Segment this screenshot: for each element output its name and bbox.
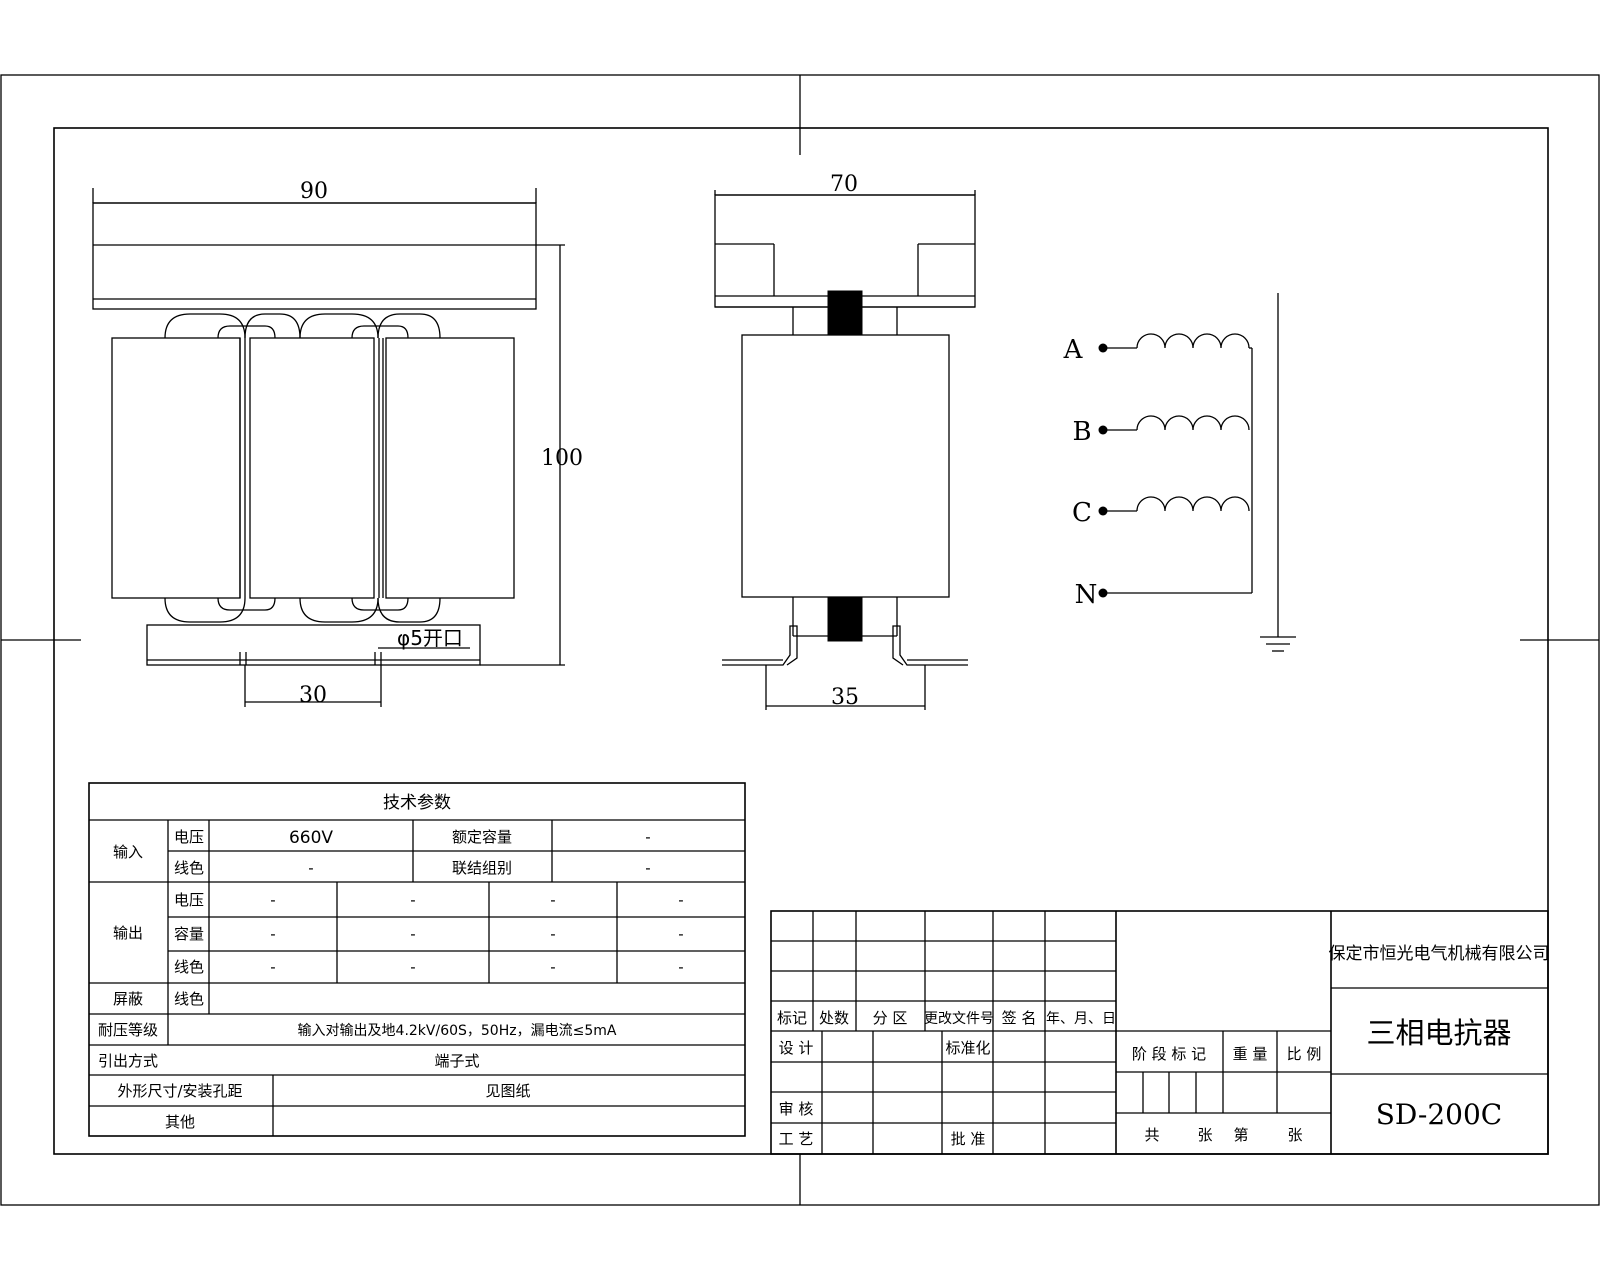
tb-header-mark: 标记	[777, 1009, 807, 1027]
output-capacity-label: 容量	[174, 925, 204, 943]
terminal-label-b: B	[1072, 417, 1091, 447]
dim-front-hole-spacing: 30	[299, 683, 327, 708]
tb-header-count: 处数	[819, 1009, 849, 1027]
tb-header-zone: 分 区	[873, 1009, 908, 1027]
rated-capacity-value: -	[645, 828, 650, 846]
tb-stage-mark-label: 阶 段 标 记	[1132, 1045, 1206, 1063]
tb-sheets-unit: 张	[1197, 1126, 1212, 1144]
tb-sheets-total: 共	[1144, 1126, 1159, 1144]
tb-sheets-unit-2: 张	[1287, 1126, 1302, 1144]
output-cell: -	[678, 958, 683, 976]
tb-design-label: 设 计	[779, 1039, 814, 1057]
tb-weight-label: 重 量	[1233, 1045, 1268, 1063]
lead-label: 引出方式	[98, 1052, 158, 1070]
tb-header-date: 年、月、日	[1046, 1011, 1116, 1027]
tb-header-change-doc: 更改文件号	[924, 1011, 994, 1027]
input-wire-color-value: -	[308, 859, 313, 877]
terminal-label-a: A	[1063, 335, 1084, 365]
output-cell: -	[678, 925, 683, 943]
hole-note: φ5开口	[397, 626, 463, 650]
tb-standardize-label: 标准化	[945, 1039, 990, 1057]
spec-table: 技术参数 输入 电压 660V 额定容量 - 线色 - 联结组别 - 输出 电压…	[88, 782, 746, 1137]
connection-group-label: 联结组别	[452, 859, 512, 877]
lead-value: 端子式	[434, 1052, 479, 1070]
terminal-label-n: N	[1075, 580, 1098, 610]
output-cell: -	[270, 925, 275, 943]
output-cell: -	[270, 891, 275, 909]
tb-review-label: 审 核	[779, 1100, 814, 1118]
wiring-schematic: A B C N	[1063, 293, 1296, 652]
product-name: 三相电抗器	[1366, 1016, 1511, 1050]
output-cell: -	[550, 958, 555, 976]
rated-capacity-label: 额定容量	[452, 828, 512, 846]
title-block: 标记 处数 分 区 更改文件号 签 名 年、月、日 设 计 标准化 审 核 工 …	[770, 910, 1550, 1155]
dim-front-width: 90	[300, 179, 328, 204]
dim-side-width: 70	[830, 172, 858, 197]
output-cell: -	[410, 958, 415, 976]
input-wire-color-label: 线色	[174, 859, 204, 877]
input-voltage-label: 电压	[174, 828, 204, 846]
tb-sheets-number: 第	[1233, 1126, 1248, 1144]
size-value: 见图纸	[485, 1082, 530, 1100]
connection-group-value: -	[645, 859, 650, 877]
terminal-dot-c	[1098, 506, 1108, 516]
output-cell: -	[270, 958, 275, 976]
output-voltage-label: 电压	[174, 891, 204, 909]
output-label: 输出	[113, 924, 143, 942]
withstand-label: 耐压等级	[98, 1021, 158, 1039]
other-label: 其他	[165, 1113, 195, 1131]
shield-wire-color-label: 线色	[174, 990, 204, 1008]
terminal-dot-a	[1098, 343, 1108, 353]
output-cell: -	[550, 925, 555, 943]
input-voltage-value: 660V	[289, 828, 333, 848]
terminal-label-c: C	[1072, 498, 1092, 528]
size-label: 外形尺寸/安装孔距	[117, 1082, 242, 1100]
tb-process-label: 工 艺	[779, 1130, 814, 1148]
tb-approve-label: 批 准	[951, 1130, 986, 1148]
coil-c	[1104, 496, 1250, 512]
output-cell: -	[678, 891, 683, 909]
company-name: 保定市恒光电气机械有限公司	[1329, 944, 1550, 964]
front-view: 90 100 30 φ5开口	[92, 179, 583, 708]
output-wire-color-label: 线色	[174, 958, 204, 976]
withstand-value: 输入对输出及地4.2kV/60S，50Hz，漏电流≤5mA	[298, 1023, 617, 1039]
model-number: SD-200C	[1376, 1098, 1502, 1131]
terminal-dot-b	[1098, 425, 1108, 435]
terminal-dot-n	[1098, 588, 1108, 598]
tb-header-signature: 签 名	[1002, 1009, 1037, 1027]
spec-title: 技术参数	[383, 793, 451, 813]
output-cell: -	[410, 925, 415, 943]
input-label: 输入	[113, 843, 143, 861]
shield-label: 屏蔽	[113, 990, 143, 1008]
coil-b	[1104, 415, 1250, 431]
dim-side-base: 35	[831, 685, 859, 710]
output-cell: -	[410, 891, 415, 909]
coil-a	[1104, 333, 1250, 349]
output-cell: -	[550, 891, 555, 909]
side-view: 70 35	[714, 172, 976, 710]
tb-scale-label: 比 例	[1287, 1045, 1322, 1063]
dim-front-height: 100	[541, 446, 583, 471]
